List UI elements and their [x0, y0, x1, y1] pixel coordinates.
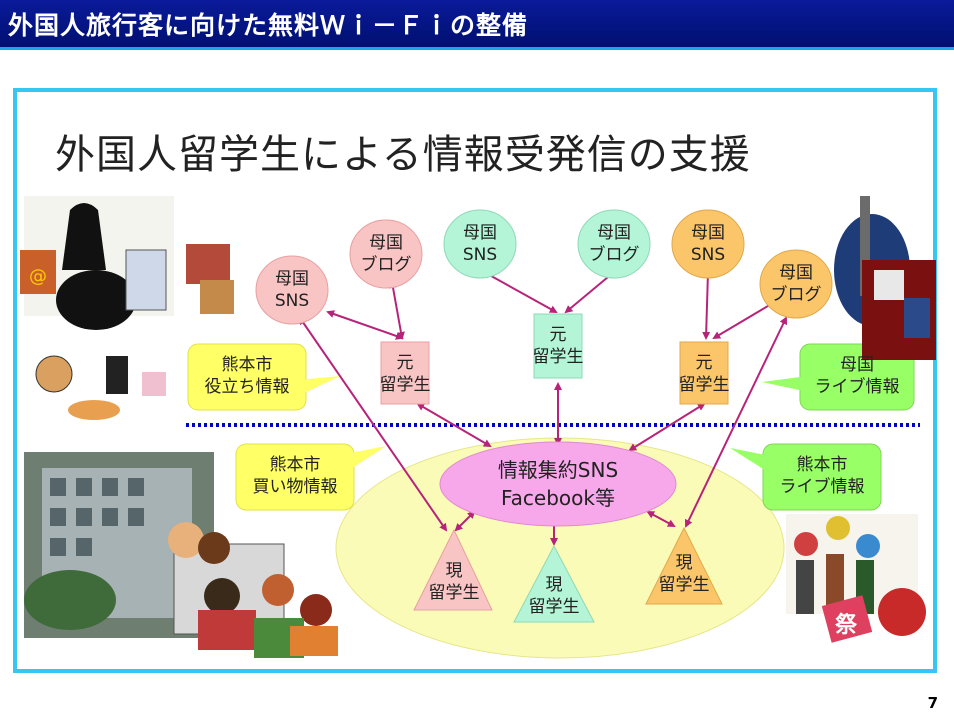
current-student-1: [413, 528, 493, 611]
festival-clipart: 祭: [786, 514, 926, 643]
header-title: 外国人旅行客に向けた無料Ｗｉ－Ｆｉの整備: [8, 11, 529, 40]
arrow-sns3-former3: [702, 270, 712, 340]
svg-text:祭: 祭: [834, 612, 858, 638]
home-blog-3-label: 母国ブログ: [770, 263, 822, 305]
home-sns-2: [443, 209, 517, 279]
home-blog-2-label: 母国ブログ: [588, 223, 640, 265]
arrow-blog1-former1: [389, 280, 405, 340]
shopping-computer-clipart: @: [20, 196, 234, 420]
former-student-3-label: 元留学生: [678, 353, 730, 395]
former-student-1: [380, 341, 430, 405]
students-clipart: [168, 522, 338, 658]
home-sns-3: [671, 209, 745, 279]
former-student-1-label: 元留学生: [379, 353, 431, 395]
home-sns-1: [255, 255, 329, 325]
page-number: 7: [927, 694, 938, 712]
arrow-hub-current3: [646, 511, 676, 527]
arrow-sns1-current1: [298, 316, 448, 532]
hub-ellipse: [439, 441, 677, 527]
arrows: [298, 270, 788, 546]
home-blog-1: [349, 219, 423, 289]
arrow-sns1-former1: [326, 310, 404, 340]
arrow-blog2-former2: [564, 270, 616, 314]
slide-title: 外国人留学生による情報受発信の支援: [55, 132, 751, 178]
arrow-sns2-former2: [482, 271, 558, 313]
current-student-3: [645, 526, 723, 605]
callout-home-live-info-label: 母国ライブ情報: [814, 355, 900, 397]
callout-shopping-info-label: 熊本市買い物情報: [252, 455, 338, 497]
home-blog-2: [577, 209, 651, 279]
former-student-2-label: 元留学生: [532, 325, 584, 367]
home-blog-3: [759, 249, 833, 319]
callout-useful-info-label: 熊本市役立ち情報: [204, 355, 290, 397]
monument-news-clipart: [834, 196, 936, 360]
former-student-3: [679, 341, 729, 405]
current-student-2-label: 現留学生: [528, 575, 580, 617]
svg-text:@: @: [29, 266, 47, 287]
current-student-1-label: 現留学生: [428, 561, 480, 603]
current-student-2: [513, 544, 595, 623]
header-bar: 外国人旅行客に向けた無料Ｗｉ－Ｆｉの整備: [0, 0, 954, 50]
callout-kumamoto-live-info-label: 熊本市ライブ情報: [779, 455, 865, 497]
arrow-blog3-current3: [684, 316, 788, 528]
former-student-2: [533, 313, 583, 379]
home-blog-1-label: 母国ブログ: [360, 233, 412, 275]
current-student-3-label: 現留学生: [658, 553, 710, 595]
arrow-hub-current1: [454, 510, 476, 532]
